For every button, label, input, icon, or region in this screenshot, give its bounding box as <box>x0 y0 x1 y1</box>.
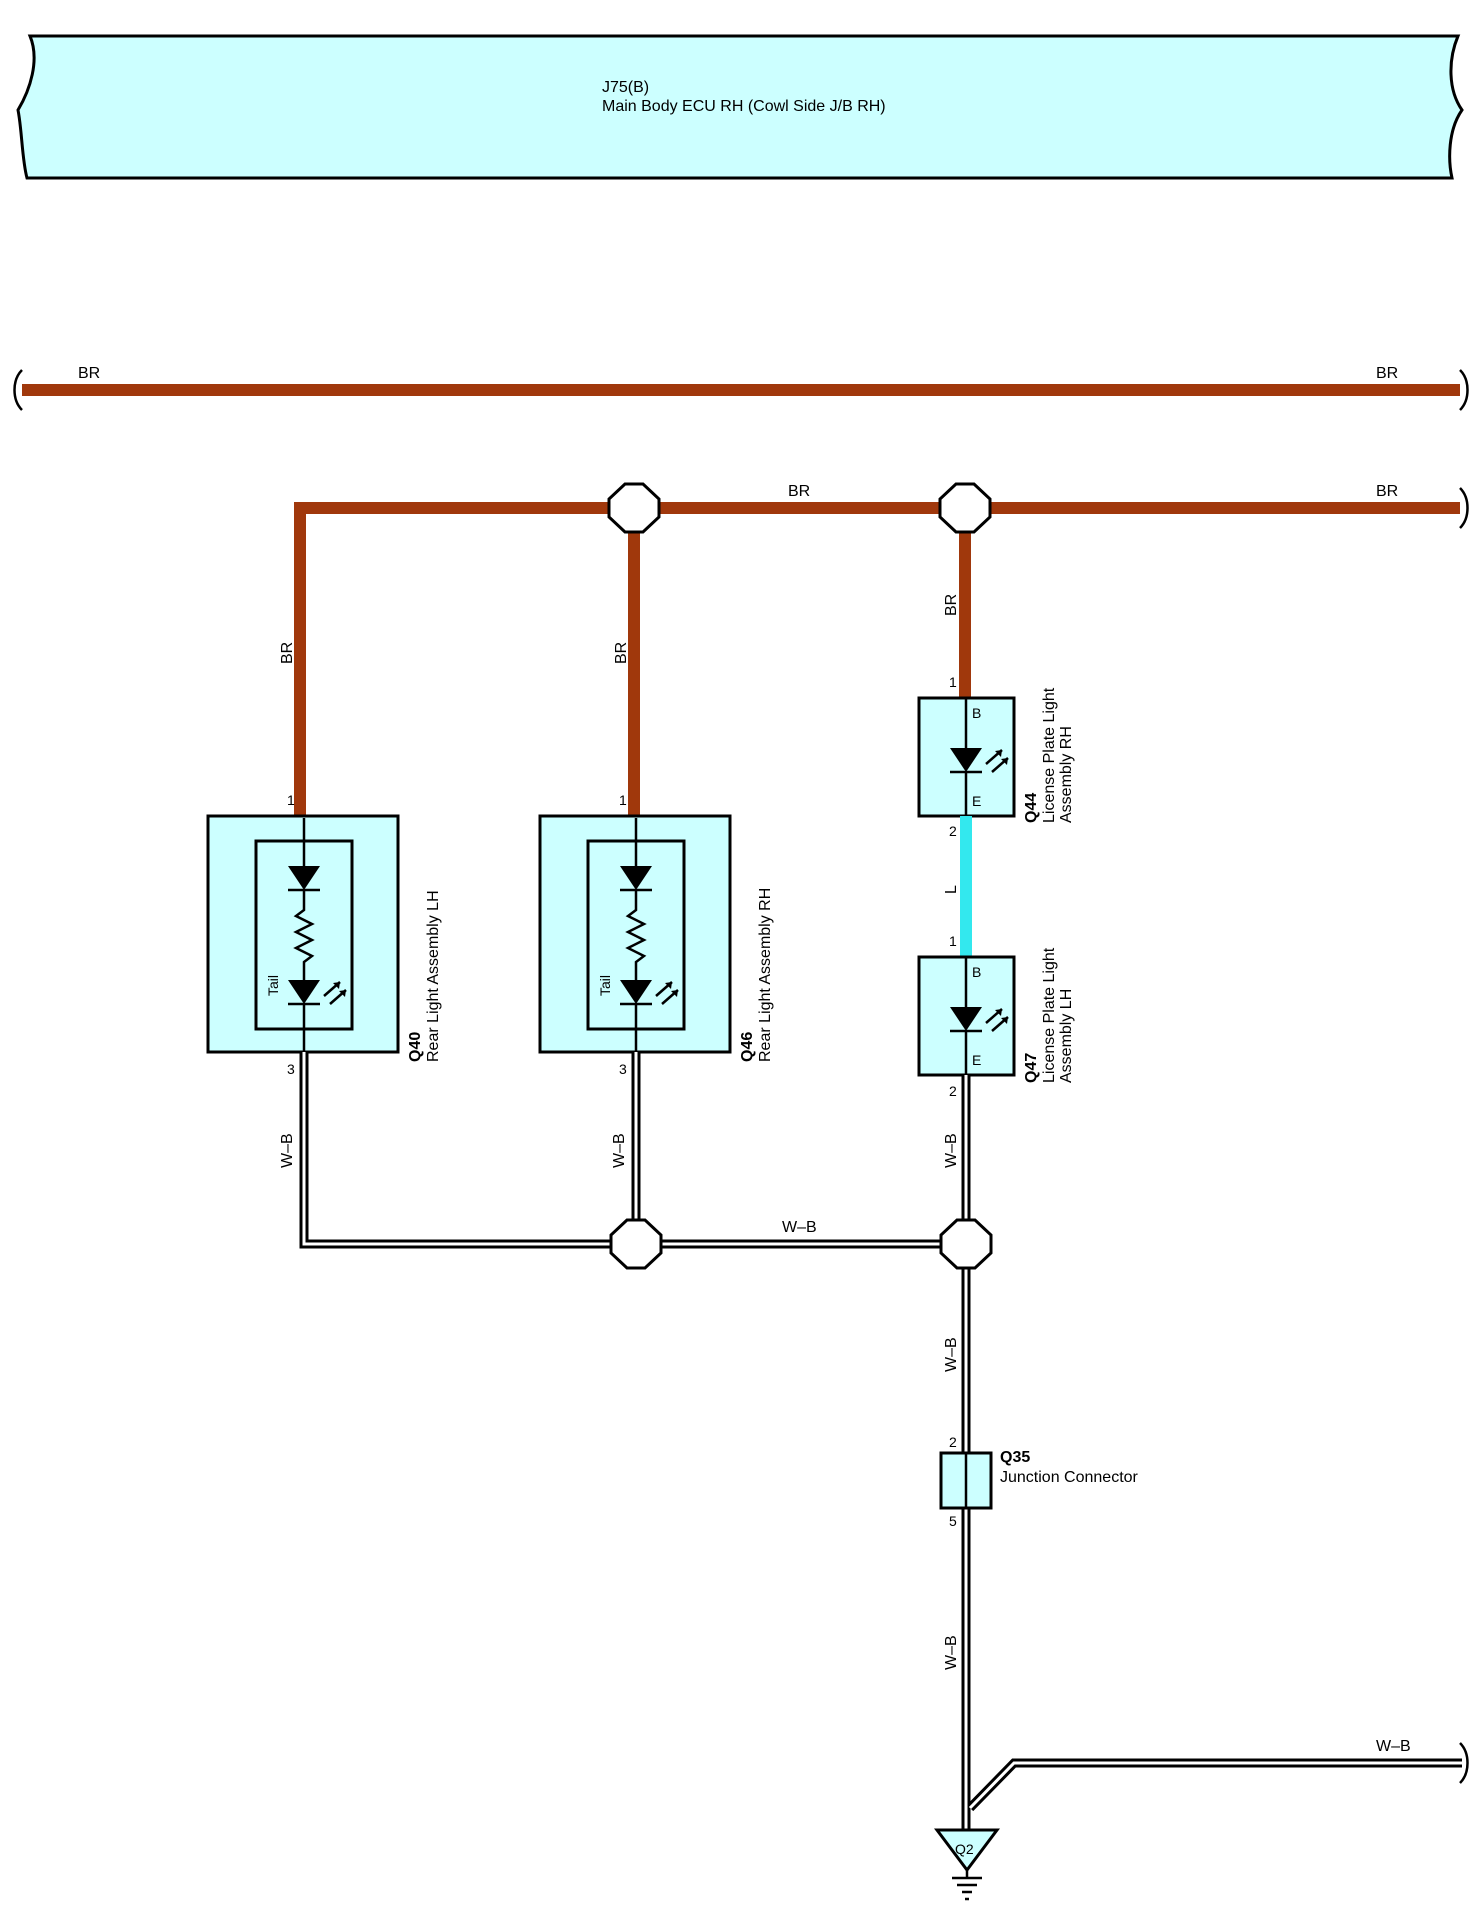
splice-node-wb-2 <box>939 1218 993 1270</box>
wire-label-br-mid-right: BR <box>1376 483 1398 500</box>
q46-code: Q46 <box>739 1032 756 1062</box>
q40-pin-top: 1 <box>287 792 295 808</box>
q35-pin-top: 2 <box>949 1434 957 1450</box>
wire-label-wb-right: W–B <box>1376 1738 1411 1755</box>
q40-inner-label: Tail <box>265 975 281 996</box>
ground-icon: Q2 <box>934 1828 1000 1901</box>
splice-node-br-2 <box>938 482 992 534</box>
q47-terminal-e: E <box>972 1052 981 1068</box>
q44-code: Q44 <box>1023 793 1040 823</box>
light-emit-arrows-icon <box>985 1008 1009 1032</box>
wire-label-wb-from-q35: W–B <box>943 1635 960 1670</box>
q40-rear-light-lh: Tail 1 3 Q40 Rear Light Assembly LH <box>206 792 442 1077</box>
q44-name-line1: License Plate Light <box>1041 687 1058 823</box>
q47-name-line1: License Plate Light <box>1041 947 1058 1083</box>
light-emit-arrows-icon <box>655 981 679 1005</box>
l-wire: L <box>943 816 972 957</box>
light-emit-arrows-icon <box>985 749 1009 773</box>
q46-rear-light-rh: Tail 1 3 Q46 Rear Light Assembly RH <box>538 792 774 1077</box>
wire-label-br-q40: BR <box>279 642 296 664</box>
wire-label-br-top-left: BR <box>78 365 100 382</box>
q47-terminal-b: B <box>972 964 981 980</box>
q35-junction-connector: 2 5 Q35 Junction Connector <box>939 1434 1139 1529</box>
q46-pin-top: 1 <box>619 792 627 808</box>
q40-pin-bottom: 3 <box>287 1061 295 1077</box>
q2-code: Q2 <box>955 1841 974 1857</box>
q44-pin-top: 1 <box>949 674 957 690</box>
q35-pin-bottom: 5 <box>949 1513 957 1529</box>
wire-label-wb-to-q35: W–B <box>943 1337 960 1372</box>
q40-name: Rear Light Assembly LH <box>425 890 442 1062</box>
q47-name-line2: Assembly LH <box>1058 989 1075 1083</box>
q44-pin-bottom: 2 <box>949 823 957 839</box>
q35-code: Q35 <box>1000 1449 1030 1466</box>
q44-license-plate-light-rh: B E 1 2 Q44 License Plate Light Assembly… <box>917 674 1075 839</box>
q47-pin-top: 1 <box>949 933 957 949</box>
wire-label-wb-q40: W–B <box>279 1133 296 1168</box>
q46-inner-label: Tail <box>597 975 613 996</box>
q47-pin-bottom: 2 <box>949 1083 957 1099</box>
splice-node-wb-1 <box>609 1218 663 1270</box>
wire-label-wb-q47: W–B <box>943 1133 960 1168</box>
wire-label-br-q46: BR <box>613 642 630 664</box>
q46-pin-bottom: 3 <box>619 1061 627 1077</box>
q44-terminal-e: E <box>972 793 981 809</box>
q44-name-line2: Assembly RH <box>1058 726 1075 823</box>
br-supply-line: BR BR BR BR BR <box>279 483 1469 818</box>
q35-name: Junction Connector <box>1000 1469 1139 1486</box>
ecu-connector-name: Main Body ECU RH (Cowl Side J/B RH) <box>602 98 886 115</box>
q40-code: Q40 <box>407 1032 424 1062</box>
q46-name: Rear Light Assembly RH <box>757 888 774 1062</box>
ecu-header-box: J75(B) Main Body ECU RH (Cowl Side J/B R… <box>16 34 1464 180</box>
br-top-line: BR BR <box>13 365 1469 411</box>
splice-node-br-1 <box>607 482 661 534</box>
q47-license-plate-light-lh: B E 1 2 Q47 License Plate Light Assembly… <box>917 933 1075 1099</box>
q44-terminal-b: B <box>972 705 981 721</box>
wire-label-br-mid-center: BR <box>788 483 810 500</box>
wire-label-wb-q46: W–B <box>611 1133 628 1168</box>
q47-code: Q47 <box>1023 1053 1040 1083</box>
wb-ground-wiring: W–B W–B W–B W–B W–B W–B W–B <box>279 1052 1469 1830</box>
wire-label-br-q44: BR <box>943 594 960 616</box>
wire-label-l: L <box>943 885 960 894</box>
ecu-connector-code: J75(B) <box>602 79 649 96</box>
wire-label-br-top-right: BR <box>1376 365 1398 382</box>
light-emit-arrows-icon <box>323 981 347 1005</box>
wire-label-wb-join: W–B <box>782 1219 817 1236</box>
